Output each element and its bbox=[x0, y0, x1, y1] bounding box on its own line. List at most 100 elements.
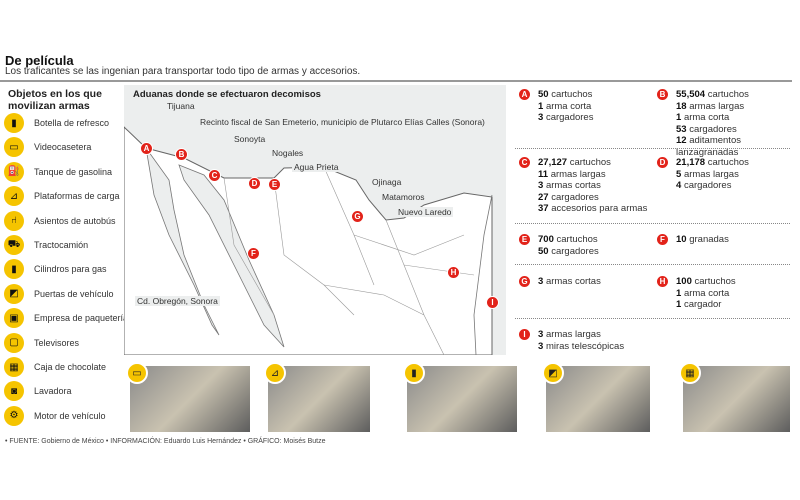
map-marker-c[interactable]: C bbox=[208, 169, 221, 182]
item: cartuchos bbox=[707, 157, 749, 168]
quantity: 3 bbox=[538, 329, 544, 340]
map-marker-i[interactable]: I bbox=[486, 296, 499, 309]
marker-badge: I bbox=[518, 328, 531, 341]
divider bbox=[515, 148, 790, 149]
map-marker-e[interactable]: E bbox=[268, 178, 281, 191]
seizure-line: 55,504 cartuchos bbox=[676, 89, 800, 101]
map-marker-f[interactable]: F bbox=[247, 247, 260, 260]
quantity: 1 bbox=[676, 112, 682, 123]
quantity: 50 bbox=[538, 245, 549, 257]
quantity: 700 bbox=[538, 234, 554, 245]
bottle-icon: ▮ bbox=[4, 113, 24, 133]
quantity: 53 bbox=[676, 123, 687, 135]
object-label: Cilindros para gas bbox=[34, 264, 107, 275]
hand-truck-icon: ⊿ bbox=[264, 362, 286, 384]
city-label: Matamoros bbox=[380, 192, 427, 202]
quantity: 50 bbox=[538, 89, 549, 100]
item: accesorios para armas bbox=[551, 203, 648, 214]
page-title: De película bbox=[5, 53, 74, 68]
city-label: Sonoyta bbox=[232, 134, 268, 144]
seizure-line: 3 armas cortas bbox=[538, 180, 647, 192]
object-label: Puertas de vehículo bbox=[34, 288, 114, 299]
marker-badge: H bbox=[656, 275, 669, 288]
map-marker-a[interactable]: A bbox=[140, 142, 153, 155]
marker-badge: C bbox=[518, 156, 531, 169]
chocolate-box-icon: ▦ bbox=[4, 357, 24, 377]
object-item: ▦Caja de chocolate bbox=[4, 356, 106, 378]
marker-badge: F bbox=[656, 233, 669, 246]
hand-truck-icon: ⊿ bbox=[4, 186, 24, 207]
engine-icon: ⚙ bbox=[4, 405, 24, 426]
object-item: ◙Lavadora bbox=[4, 380, 72, 402]
map-marker-g[interactable]: G bbox=[351, 210, 364, 223]
object-item: ▮Cilindros para gas bbox=[4, 258, 107, 280]
city-label: Ojinaga bbox=[370, 177, 404, 187]
map-marker-h[interactable]: H bbox=[447, 266, 460, 279]
quantity: 3 bbox=[538, 340, 544, 352]
item: cargadores bbox=[551, 245, 599, 257]
quantity: 5 bbox=[676, 168, 682, 180]
seizure-line: 100 cartuchos bbox=[676, 276, 736, 288]
map-marker-b[interactable]: B bbox=[175, 148, 188, 161]
seizure-line: 21,178 cartuchos bbox=[676, 157, 749, 169]
quantity: 55,504 bbox=[676, 89, 706, 100]
item: arma corta bbox=[545, 100, 592, 112]
seizure-line: 3 miras telescópicas bbox=[538, 341, 624, 353]
quantity: 1 bbox=[676, 287, 682, 299]
map-title: Aduanas donde se efectuaron decomisos bbox=[133, 89, 321, 100]
quantity: 1 bbox=[538, 100, 544, 112]
marker-badge: B bbox=[656, 88, 669, 101]
seizure-line: 37 accesorios para armas bbox=[538, 203, 647, 215]
item: arma corta bbox=[683, 112, 730, 123]
item: cartuchos bbox=[556, 234, 598, 245]
seizure-line: 18 armas largas bbox=[676, 101, 800, 113]
seizure-line: 3 cargadores bbox=[538, 112, 593, 124]
vcr-icon: ▭ bbox=[126, 362, 148, 384]
car-door-icon: ◩ bbox=[542, 362, 564, 384]
quantity: 27 bbox=[538, 191, 549, 203]
item: granadas bbox=[689, 234, 729, 245]
item: miras telescópicas bbox=[545, 340, 625, 352]
quantity: 3 bbox=[538, 180, 544, 191]
object-item: ▮Botella de refresco bbox=[4, 112, 109, 134]
city-label: Recinto fiscal de San Emeterio, municipi… bbox=[198, 117, 487, 127]
quantity: 27,127 bbox=[538, 157, 568, 168]
quantity: 4 bbox=[676, 180, 682, 191]
item: cargadores bbox=[683, 180, 732, 191]
marker-badge: A bbox=[518, 88, 531, 101]
object-item: ▭Videocasetera bbox=[4, 136, 91, 158]
object-label: Tanque de gasolina bbox=[34, 166, 113, 177]
object-item: ⛽ Tanque de gasolina bbox=[4, 161, 112, 183]
quantity: 21,178 bbox=[676, 157, 706, 168]
marker-badge: G bbox=[518, 275, 531, 288]
seizure-line: 27,127 cartuchos bbox=[538, 157, 647, 169]
city-label: Tijuana bbox=[165, 101, 197, 111]
seizure-line: 4 cargadores bbox=[676, 180, 749, 192]
fuel-tank-icon: ⛽ bbox=[4, 161, 24, 182]
divider bbox=[515, 318, 790, 319]
quantity: 37 bbox=[538, 203, 549, 214]
footer-credits: • FUENTE: Gobierno de México • INFORMACI… bbox=[5, 438, 326, 445]
washer-icon: ◙ bbox=[4, 381, 24, 402]
seizure-line: 1 arma corta bbox=[538, 101, 593, 113]
package-icon: ▣ bbox=[4, 308, 24, 329]
item: cartuchos bbox=[694, 276, 736, 287]
seizure-line: 53 cargadores bbox=[676, 124, 800, 136]
map-marker-d[interactable]: D bbox=[248, 177, 261, 190]
map bbox=[123, 85, 506, 356]
city-label: Agua Prieta bbox=[292, 162, 341, 172]
seizure-line: 12 aditamentos lanzagranadas bbox=[676, 135, 800, 158]
seizure-line: 1 arma corta bbox=[676, 288, 736, 300]
chocolate-box-icon: ▦ bbox=[679, 362, 701, 384]
object-label: Televisores bbox=[34, 337, 80, 348]
item: cartuchos bbox=[569, 157, 611, 168]
object-item: ▣Empresa de paquetería bbox=[4, 307, 128, 329]
photo-vcr: ▭ bbox=[126, 362, 250, 432]
seizure-line: 11 armas largas bbox=[538, 169, 647, 181]
